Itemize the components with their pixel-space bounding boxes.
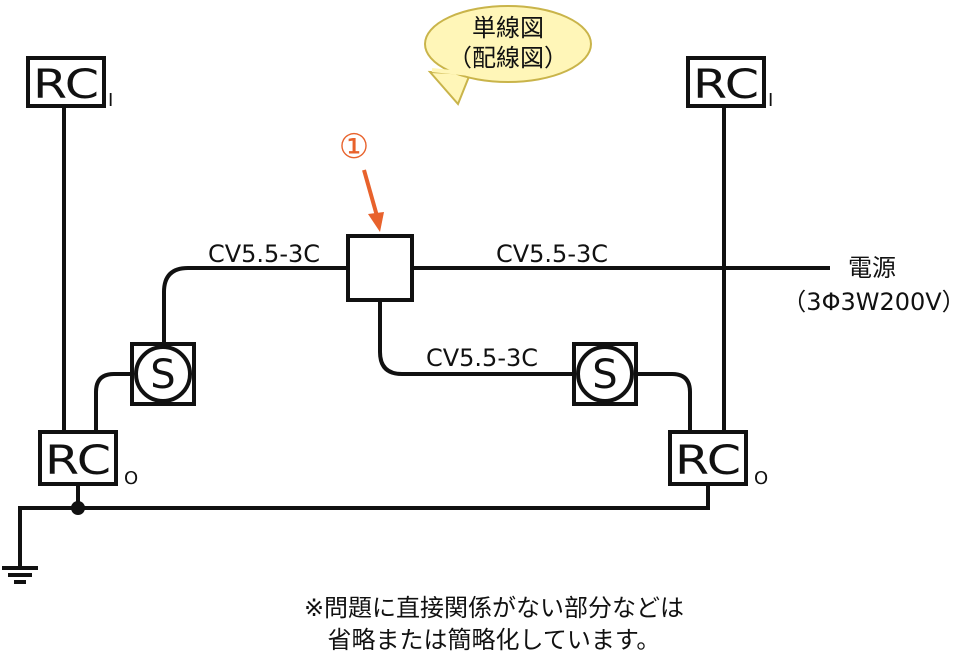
marker-1: ① (339, 127, 384, 232)
switch-right-label: S (592, 352, 617, 398)
marker-arrow-icon (368, 212, 384, 232)
power-label: 電源 (848, 254, 896, 282)
cable-label-bottom: CV5.5-3C (426, 344, 538, 372)
rc-in-left-sub: I (108, 90, 113, 111)
switch-right: S (572, 342, 638, 406)
junction-dot (71, 501, 85, 515)
cable-label-left: CV5.5-3C (208, 240, 320, 268)
callout-bubble: 単線図 （配線図） (424, 5, 592, 106)
rc-out-right-sub: O (754, 468, 768, 489)
rc-in-left-label: RC (33, 62, 99, 108)
wire-bottom-cable (378, 300, 574, 376)
callout-line1: 単線図 (472, 14, 544, 42)
wires (18, 106, 830, 566)
rc-out-right-label: RC (675, 438, 741, 484)
wire-switch-left-to-rc (94, 372, 132, 432)
switch-left: S (130, 342, 196, 406)
rc-out-right: RC O (668, 430, 768, 489)
wire-ground-lead (18, 506, 78, 566)
power-spec: （3Φ3W200V） (782, 288, 965, 316)
cable-label-right: CV5.5-3C (496, 240, 608, 268)
rc-in-left: RC I (26, 56, 113, 111)
rc-out-left-label: RC (45, 438, 111, 484)
junction-box (346, 234, 414, 302)
switch-left-label: S (150, 352, 175, 398)
rc-in-right: RC I (686, 56, 773, 111)
rc-out-left-sub: O (124, 468, 138, 489)
rc-in-right-label: RC (693, 62, 759, 108)
wire-left-cable (162, 266, 348, 344)
rc-in-right-sub: I (768, 90, 773, 111)
footnote-line1: ※問題に直接関係がない部分などは (304, 594, 684, 622)
footnote-line2: 省略または簡略化しています。 (328, 626, 661, 654)
callout-line2: （配線図） (448, 44, 568, 72)
wire-switch-right-to-rc (638, 372, 692, 432)
rc-out-left: RC O (38, 430, 138, 489)
marker-1-label: ① (339, 127, 369, 167)
wire-ground-bus (76, 484, 710, 510)
ground-icon (2, 566, 38, 584)
